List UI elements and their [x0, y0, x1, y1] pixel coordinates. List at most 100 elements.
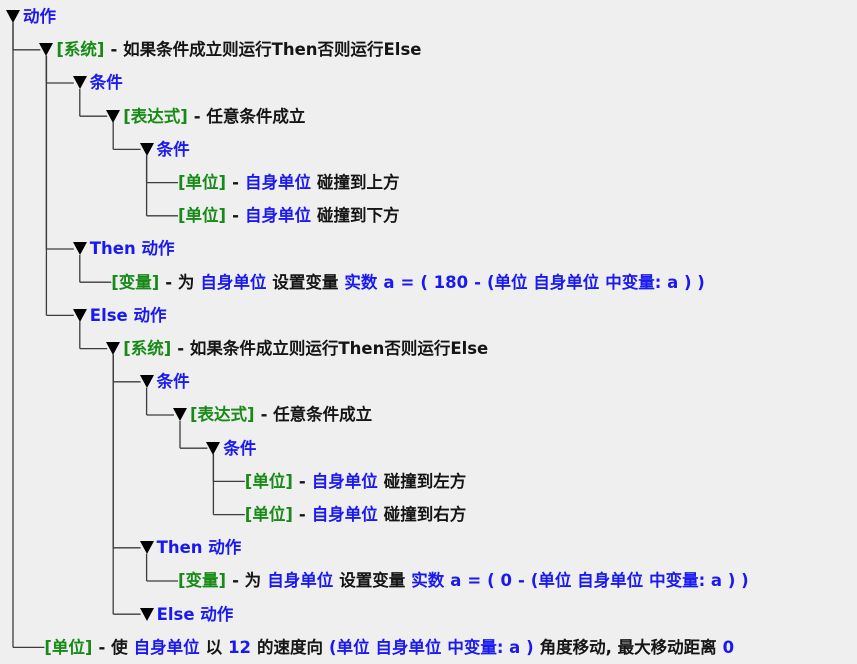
tree-row-12[interactable]: [表达式]- 任意条件成立	[173, 398, 372, 431]
triangle-down-icon[interactable]	[72, 308, 87, 322]
row-segment: - 如果条件成立则运行Then否则运行Else	[177, 339, 489, 358]
row-segment: 自身单位	[311, 505, 378, 524]
row-segment: Then 动作	[156, 538, 242, 558]
triangle-down-icon[interactable]	[173, 408, 187, 422]
row-segment: 自身单位	[244, 206, 311, 226]
tree-row-7[interactable]: Then 动作	[72, 232, 175, 265]
row-segment: - 使	[98, 637, 128, 657]
tree-row-10[interactable]: [系统] - 如果条件成立则运行Then否则运行Else	[106, 332, 488, 365]
tree-row-16[interactable]: Then 动作	[139, 531, 242, 564]
row-segment: [变量]	[111, 272, 160, 292]
row-segment: - 如果条件成立则运行Then否则运行Else	[110, 40, 422, 60]
row-segment: 自身单位	[133, 637, 200, 657]
row-segment: -	[298, 505, 306, 524]
row-segment: Else 动作	[156, 604, 234, 624]
row-segment: 的速度向	[257, 637, 324, 657]
row-segment: 条件	[156, 372, 190, 392]
triangle-down-icon[interactable]	[72, 76, 87, 90]
row-segment: ( 0	[487, 571, 512, 591]
tree-row-0[interactable]: 动作	[6, 0, 56, 33]
row-segment: a	[450, 571, 462, 591]
row-segment: -	[232, 206, 239, 226]
row-segment: -	[474, 272, 481, 292]
row-segment: [单位]	[244, 471, 293, 491]
row-segment: (单位 自身单位	[530, 571, 644, 591]
row-segment: =	[400, 272, 415, 292]
row-segment: - 任意条件成立	[260, 405, 373, 425]
tree-row-1[interactable]: [系统]- 如果条件成立则运行Then否则运行Else	[39, 33, 421, 66]
row-segment: 实数	[344, 272, 378, 292]
row-segment: 以	[205, 637, 223, 657]
row-segment: 自身单位	[244, 173, 311, 192]
row-segment: 条件	[223, 438, 257, 458]
tree-row-15[interactable]: [单位]-自身单位碰撞到右方	[245, 498, 466, 531]
row-segment: Else 动作	[89, 305, 167, 325]
tree-row-14[interactable]: [单位]-自身单位碰撞到左方	[245, 465, 466, 498]
triangle-down-icon[interactable]	[39, 43, 54, 57]
row-segment: 碰撞到右方	[383, 505, 467, 524]
row-segment: [单位]	[244, 505, 293, 524]
row-segment: 条件	[156, 139, 190, 159]
triangle-down-icon[interactable]	[106, 342, 121, 355]
tree-row-9[interactable]: Else 动作	[72, 299, 167, 332]
row-segment: 自身单位	[311, 471, 378, 491]
triangle-down-icon[interactable]	[6, 10, 20, 23]
triangle-down-icon[interactable]	[139, 375, 154, 389]
row-segment: -	[298, 471, 306, 491]
row-segment: 自身单位	[267, 571, 334, 591]
row-segment: =	[467, 571, 482, 591]
row-segment: [变量]	[178, 571, 227, 591]
tree-row-13[interactable]: 条件	[206, 432, 256, 465]
row-segment: (单位 自身单位	[329, 637, 442, 657]
row-segment: (单位 自身单位	[486, 272, 600, 292]
row-segment: 实数	[411, 571, 445, 591]
row-segment: 碰撞到下方	[316, 206, 400, 226]
row-segment: ( 180	[420, 272, 469, 292]
row-segment: [单位]	[178, 206, 227, 226]
row-segment: 中变量: a ) )	[605, 272, 705, 292]
tree-row-4[interactable]: 条件	[139, 133, 190, 166]
row-segment: [单位]	[44, 637, 93, 657]
triangle-down-icon[interactable]	[106, 109, 121, 123]
row-segment: 设置变量	[339, 571, 406, 591]
row-segment: 中变量: a ) )	[649, 571, 749, 591]
row-segment: 条件	[89, 73, 123, 93]
row-segment: 设置变量	[272, 272, 339, 292]
row-segment: 碰撞到上方	[316, 173, 400, 192]
triangle-down-icon[interactable]	[72, 242, 87, 256]
row-segment: 角度移动, 最大移动距离	[539, 637, 717, 657]
triangle-down-icon[interactable]	[139, 142, 154, 156]
tree-row-3[interactable]: [表达式]- 任意条件成立	[106, 100, 305, 133]
tree-row-18[interactable]: Else 动作	[139, 598, 234, 631]
row-segment: 自身单位	[200, 272, 267, 292]
row-segment: - 任意条件成立	[193, 106, 306, 126]
row-segment: Then 动作	[89, 239, 175, 259]
tree-row-2[interactable]: 条件	[72, 66, 123, 99]
row-segment: 动作	[23, 7, 56, 26]
tree-row-6[interactable]: [单位]-自身单位碰撞到下方	[178, 199, 399, 232]
tree-row-5[interactable]: [单位]-自身单位碰撞到上方	[178, 166, 399, 199]
row-segment: - 为	[165, 272, 195, 292]
triangle-down-icon[interactable]	[139, 541, 154, 555]
row-segment: [表达式]	[123, 106, 188, 126]
triangle-down-icon[interactable]	[206, 441, 221, 455]
row-segment: a	[383, 272, 395, 292]
row-segment: 0	[722, 637, 735, 657]
row-segment: -	[232, 173, 239, 192]
row-segment: 碰撞到左方	[383, 471, 467, 491]
row-segment: [单位]	[178, 173, 227, 192]
triangle-down-icon[interactable]	[139, 607, 154, 621]
row-segment: 12	[228, 637, 252, 657]
row-segment: [系统]	[123, 339, 172, 358]
tree-row-11[interactable]: 条件	[139, 365, 190, 398]
row-segment: - 为	[232, 571, 262, 591]
row-segment: 中变量: a )	[447, 637, 534, 657]
row-segment: [系统]	[56, 40, 105, 60]
row-segment: -	[517, 571, 525, 591]
row-segment: [表达式]	[190, 405, 255, 425]
